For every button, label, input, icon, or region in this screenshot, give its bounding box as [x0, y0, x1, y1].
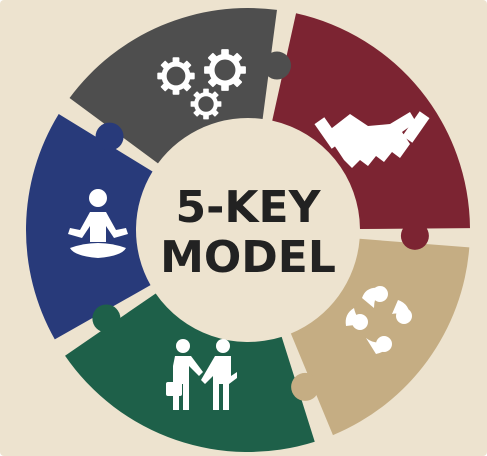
- puzzle-tab: [92, 304, 121, 333]
- title-line-1: 5-KEY: [176, 182, 322, 233]
- puzzle-tab: [262, 51, 291, 80]
- segment-collaboration: [290, 238, 470, 436]
- people-circle-icon: [345, 286, 412, 354]
- puzzle-tabs: [92, 51, 429, 401]
- segment-relationships: [65, 293, 315, 452]
- title-line-2: MODEL: [160, 232, 336, 283]
- business-handshake-icon: [166, 339, 237, 410]
- meditation-icon: [68, 189, 128, 258]
- handshake-icon: [314, 111, 430, 168]
- puzzle-tab: [291, 372, 320, 401]
- center-hub: [140, 122, 356, 338]
- puzzle-tab: [400, 221, 429, 250]
- segment-trust: [272, 13, 470, 230]
- puzzle-tab: [95, 122, 124, 151]
